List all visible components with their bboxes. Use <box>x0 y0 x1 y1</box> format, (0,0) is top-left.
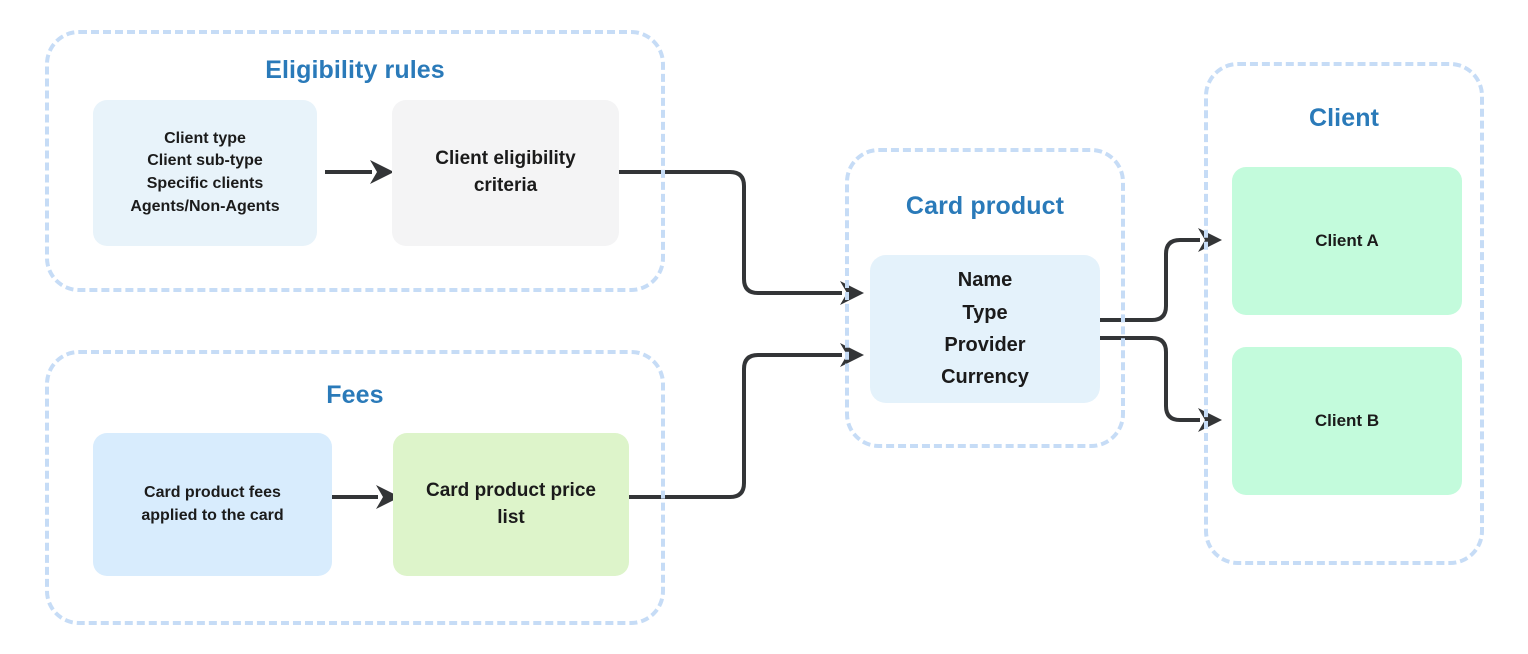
node-client-b[interactable]: Client B <box>1232 347 1462 495</box>
node-line: Client A <box>1315 230 1379 250</box>
node-card-product-price-list[interactable]: Card product price list <box>393 433 629 576</box>
group-title-client: Client <box>1308 104 1380 132</box>
node-line: Card product fees <box>144 483 281 501</box>
node-line: Client type <box>164 129 246 147</box>
group-card-product: Card product <box>845 148 1125 448</box>
node-line: Type <box>962 301 1008 324</box>
node-line: criteria <box>473 175 538 196</box>
group-fees: Fees <box>45 350 665 625</box>
group-title-eligibility-rules: Eligibility rules <box>265 56 445 84</box>
node-line: Name <box>957 269 1013 292</box>
node-line: Client sub-type <box>147 152 263 170</box>
group-eligibility-rules: Eligibility rules <box>45 30 665 292</box>
node-line: list <box>497 506 525 528</box>
node-client-attributes[interactable]: Client type Client sub-type Specific cli… <box>93 100 317 246</box>
node-line: Agents/Non-Agents <box>130 197 280 215</box>
node-line: Currency <box>941 366 1029 389</box>
node-line: Specific clients <box>146 175 264 192</box>
node-client-a[interactable]: Client A <box>1232 167 1462 315</box>
node-line: Provider <box>944 334 1026 356</box>
group-client: Client <box>1204 62 1484 565</box>
node-line: Card product price <box>426 479 596 501</box>
node-line: applied to the card <box>141 506 284 524</box>
group-title-card-product: Card product <box>905 192 1065 220</box>
node-line: Client eligibility <box>435 148 576 170</box>
group-title-fees: Fees <box>326 381 384 409</box>
node-line: Client B <box>1314 410 1380 430</box>
node-client-eligibility-criteria[interactable]: Client eligibility criteria <box>392 100 619 246</box>
node-card-product-attributes[interactable]: Name Type Provider Currency <box>870 255 1100 403</box>
node-card-product-fees[interactable]: Card product fees applied to the card <box>93 433 332 576</box>
